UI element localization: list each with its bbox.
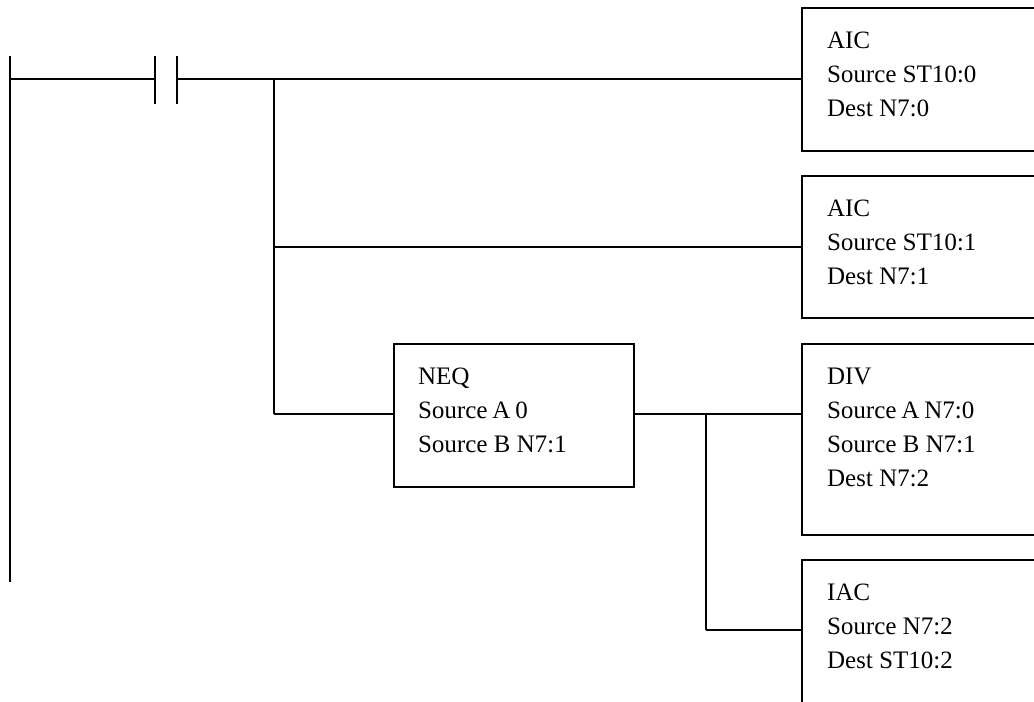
aic-block-1: AIC Source ST10:0 Dest N7:0: [801, 7, 1034, 152]
block-line: Dest N7:2: [827, 465, 929, 492]
block-line: Source A 0: [418, 397, 528, 424]
block-line: Dest N7:0: [827, 95, 929, 122]
block-line: Source B N7:1: [418, 431, 567, 458]
iac-block: IAC Source N7:2 Dest ST10:2: [801, 559, 1034, 702]
block-line: Dest N7:1: [827, 263, 929, 290]
div-block: DIV Source A N7:0 Source B N7:1 Dest N7:…: [801, 343, 1034, 536]
block-line: Source ST10:1: [827, 229, 976, 256]
block-line: Source A N7:0: [827, 397, 974, 424]
block-line: Dest ST10:2: [827, 647, 953, 674]
block-line: Source N7:2: [827, 613, 953, 640]
neq-block: NEQ Source A 0 Source B N7:1: [393, 343, 635, 488]
block-line: Source ST10:0: [827, 61, 976, 88]
block-line: AIC: [827, 27, 870, 54]
block-line: IAC: [827, 579, 870, 606]
block-line: NEQ: [418, 363, 469, 390]
aic-block-2: AIC Source ST10:1 Dest N7:1: [801, 175, 1034, 319]
block-line: DIV: [827, 363, 871, 390]
block-line: Source B N7:1: [827, 431, 976, 458]
block-line: AIC: [827, 195, 870, 222]
normally-open-contact-icon: [154, 56, 178, 104]
